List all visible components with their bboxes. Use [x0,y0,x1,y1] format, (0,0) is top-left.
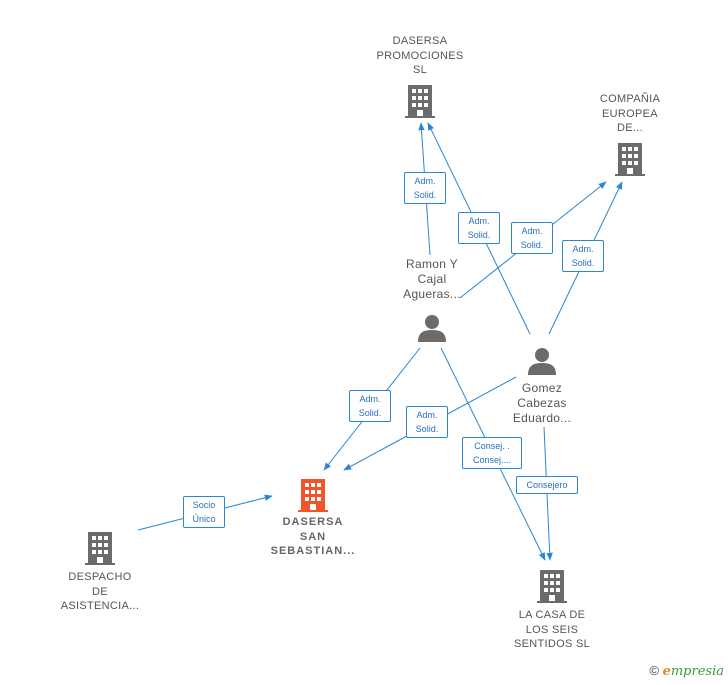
edge-label[interactable]: Adm.Solid. [458,212,500,244]
node-label: DESPACHO DE ASISTENCIA... [60,571,140,612]
node-dasersa-promociones[interactable]: DASERSA PROMOCIONES SL [370,34,470,119]
node-label: DASERSA SAN SEBASTIAN... [270,516,356,557]
node-la-casa-de-los-seis-sentidos[interactable]: LA CASA DE LOS SEIS SENTIDOS SL [502,568,602,652]
person-icon [496,345,588,377]
edge-label[interactable]: Consejero [516,476,578,494]
node-compania-europea[interactable]: COMPAÑIA EUROPEA DE... [585,92,675,177]
node-ramon-y-cajal[interactable]: Ramon Y Cajal Agueras... [386,257,478,344]
node-dasersa-san-sebastian[interactable]: DASERSA SAN SEBASTIAN... [263,477,363,559]
edge-label[interactable]: Adm.Solid. [562,240,604,272]
footer-brand[interactable]: © empresia [649,663,724,679]
edge-label[interactable]: Adm.Solid. [511,222,553,254]
building-icon [52,530,148,566]
edge-label[interactable]: Adm.Solid. [406,406,448,438]
edge-label[interactable]: Consej. .Consej.... [462,437,522,469]
building-icon [585,141,675,177]
edge-label[interactable]: Adm.Solid. [349,390,391,422]
node-label: Ramon Y Cajal Agueras... [403,257,461,301]
building-icon [502,568,602,604]
person-icon [386,312,478,344]
building-icon [370,83,470,119]
edge-label[interactable]: Adm.Solid. [404,172,446,204]
node-despacho-de-asistencia[interactable]: DESPACHO DE ASISTENCIA... [52,530,148,614]
node-label: COMPAÑIA EUROPEA DE... [599,93,661,134]
node-label: Gomez Cabezas Eduardo... [512,381,572,425]
node-label: LA CASA DE LOS SEIS SENTIDOS SL [513,609,591,650]
building-icon [263,477,363,513]
node-label: DASERSA PROMOCIONES SL [376,35,464,76]
copyright-icon: © [649,663,659,678]
empresia-logo: empresia [662,664,724,679]
node-gomez-cabezas[interactable]: Gomez Cabezas Eduardo... [496,345,588,426]
